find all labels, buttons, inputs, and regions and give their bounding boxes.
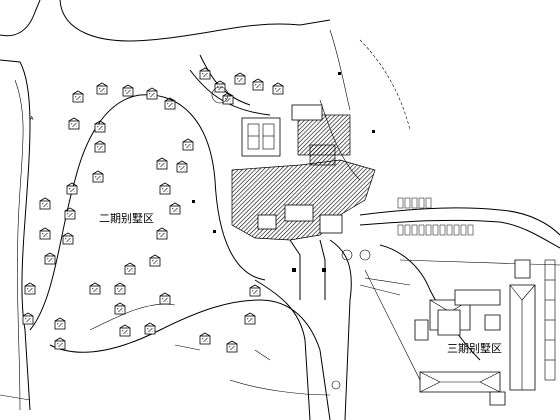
- central-complex: [211, 86, 376, 300]
- villa-zone-2-label: 二期别墅区: [99, 212, 154, 225]
- annotation-marks: A: [30, 72, 411, 390]
- east-parking: [397, 197, 556, 381]
- villa-zone-3-label: 三期别墅区: [447, 342, 502, 355]
- villa-cluster-zone-3: [414, 259, 536, 406]
- annotation-a: A: [30, 116, 34, 122]
